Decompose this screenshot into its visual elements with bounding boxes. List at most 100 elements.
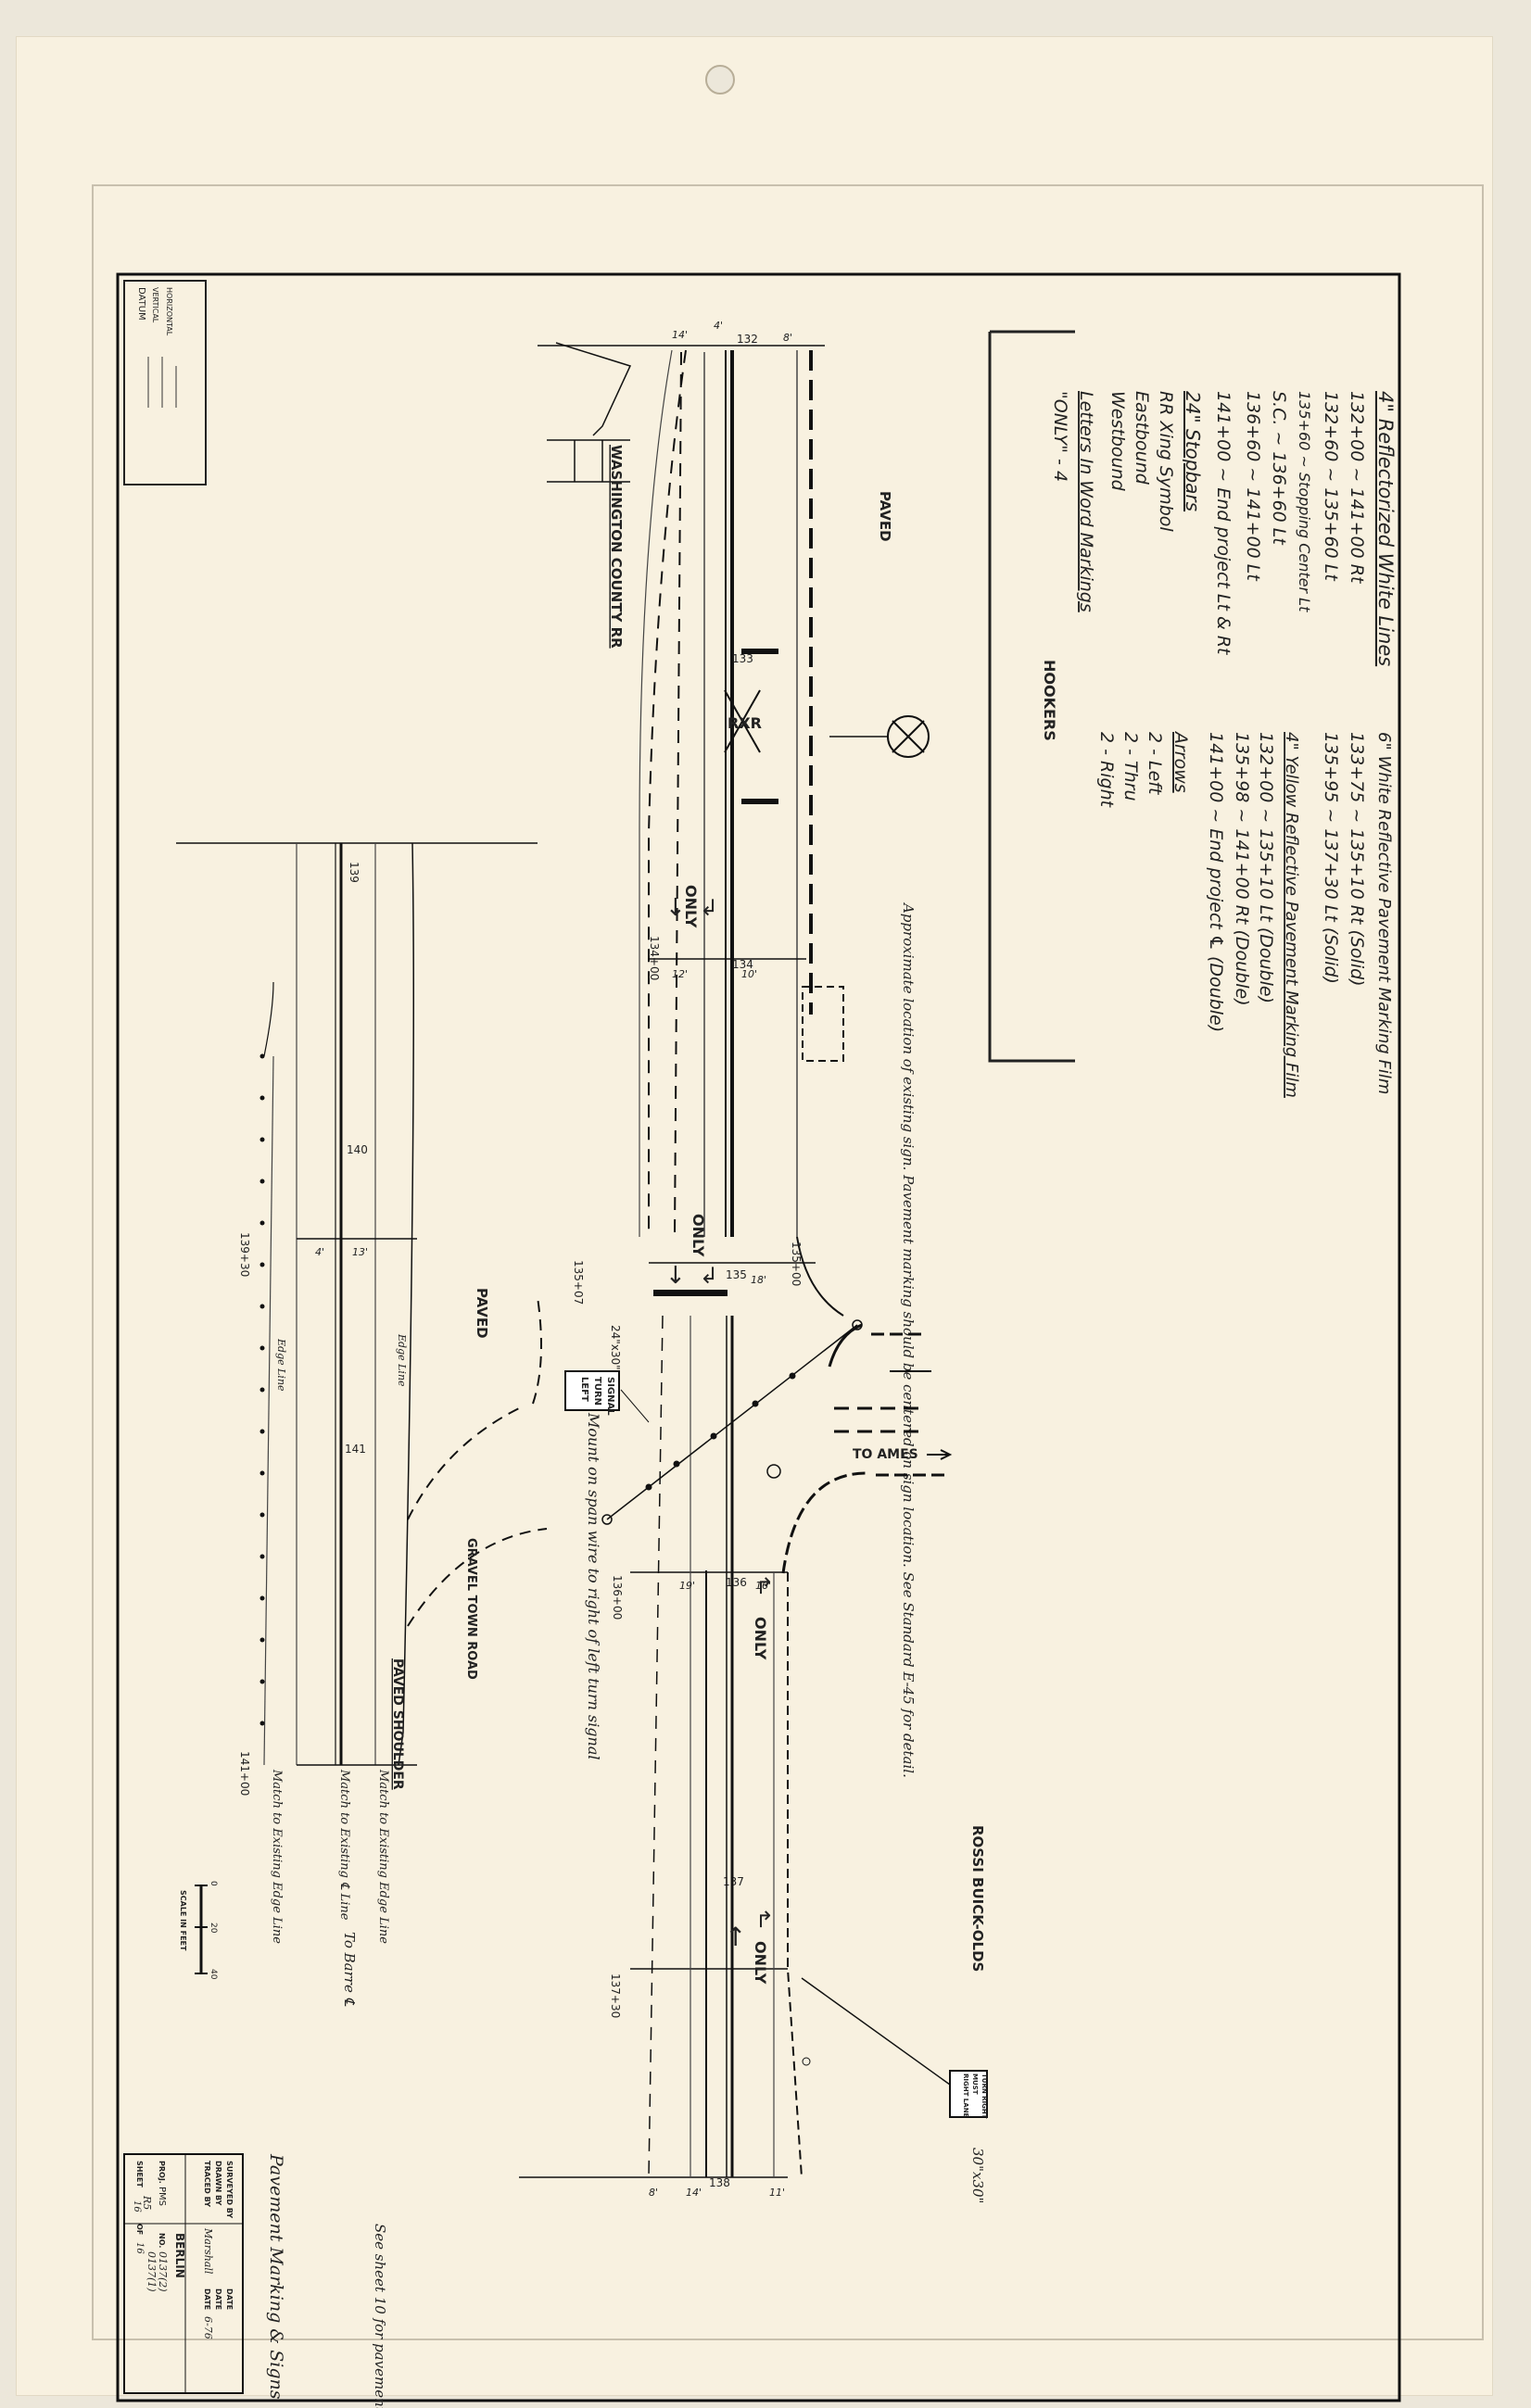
rr-crossing-sign-icon: [829, 715, 930, 758]
legend-film-heading: 6" White Reflective Pavement Marking Fil…: [1374, 732, 1394, 1094]
station-ticks: [519, 345, 825, 2178]
sign-size-1: 24"x30": [609, 1325, 622, 1370]
tb-drawn: DRAWN BY: [214, 2161, 222, 2206]
only-word-4: ONLY: [752, 1941, 769, 1985]
faint-border: [92, 184, 1484, 2340]
station-135-00: 135+00: [790, 1242, 803, 1286]
station-139-30: 139+30: [238, 1232, 251, 1277]
dim-8b: 8': [649, 2187, 658, 2199]
legend-white-3: 135+60 ~ Stopping Center Lt: [1296, 391, 1313, 612]
dim-13: 13': [352, 1246, 368, 1258]
datum-horizontal: HORIZONTAL: [165, 287, 173, 336]
right-turn-arrow-icon: ↱: [755, 1907, 774, 1933]
rxr-symbol-icon: RXR: [724, 689, 762, 753]
scale-tick-0: 0: [209, 1881, 218, 1886]
dim-8: 8': [783, 332, 792, 344]
left-turn-signal-sign: LEFT TURN SIGNAL 24"x30": [564, 1325, 650, 1423]
legend-white-5: 136+60 ~ 141+00 Lt: [1243, 391, 1263, 582]
span-wire: [601, 1319, 863, 1525]
station-136-00: 136+00: [611, 1575, 624, 1620]
dim-4a: 4': [714, 320, 723, 332]
plan-title: Pavement Marking & Signs: [266, 2153, 286, 2400]
tb-traced: TRACED BY: [203, 2161, 211, 2207]
dim-4b: 4': [315, 1246, 324, 1258]
hookers-building: HOOKERS: [988, 330, 1075, 1063]
see-sheet-note: See sheet 10 for pavement marking detail…: [372, 2224, 388, 2408]
legend-arrows-1: 2 - Left: [1145, 732, 1165, 796]
legend-arrows-heading: Arrows: [1170, 730, 1191, 793]
plan-border: [116, 272, 1401, 2402]
dim-18: 18': [751, 1274, 766, 1286]
tb-date-1: DATE: [225, 2288, 234, 2310]
dimension-labels: 14' 4' 8' 12' 10' 18' 19' 16' 8' 14' 11'…: [315, 320, 792, 2199]
legend: 4" Reflectorized White Lines 132+00 ~ 14…: [1050, 391, 1397, 1098]
legend-stopbar-1: RR Xing Symbol: [1156, 391, 1176, 532]
dim-14b: 14': [686, 2187, 702, 2199]
rls-line-2: MUST: [971, 2074, 979, 2095]
right-turn-arrow-2-icon: ↱: [755, 1573, 774, 1599]
tb-proj-no-1: 0137(2): [157, 2251, 169, 2292]
paper: [17, 37, 1492, 2395]
signal-pole-icon: [766, 1464, 781, 1479]
legend-yellow-1: 132+00 ~ 135+10 Lt (Double): [1256, 732, 1276, 1003]
legend-film-1: 133+75 ~ 135+10 Rt (Solid): [1347, 732, 1367, 987]
station-141: 141: [345, 1443, 366, 1456]
scale-bar: 0 20 40 SCALE IN FEET: [179, 1881, 218, 1980]
match-note-1: Match to Existing Edge Line: [376, 1769, 390, 1944]
datum-vertical: VERTICAL: [151, 287, 159, 323]
legend-letters-1: "ONLY" - 4: [1050, 391, 1070, 482]
legend-white-2: 132+60 ~ 135+60 Lt: [1321, 391, 1341, 582]
tb-proj-label: PROJ.: [158, 2161, 166, 2184]
rls-line-3: TURN RIGHT: [981, 2074, 988, 2119]
only-word-1: ONLY: [682, 885, 700, 928]
legend-stopbar-3: Westbound: [1107, 391, 1128, 492]
legend-white-heading: 4" Reflectorized White Lines: [1374, 391, 1397, 666]
mount-note: Mount on span wire to right of left turn…: [585, 1412, 602, 1760]
left-road: GRAVEL TOWN ROAD PAVED PAVED SHOULDER Ed…: [176, 842, 548, 2007]
lts-line-1: LEFT: [579, 1377, 589, 1402]
sign-size-2: 30"x30": [969, 2148, 986, 2203]
tb-of-label: OF: [135, 2224, 144, 2235]
thru-arrow-lower-icon: ↑: [725, 1922, 746, 1952]
legend-yellow-heading: 4" Yellow Reflective Pavement Marking Fi…: [1282, 732, 1301, 1098]
legend-arrows-2: 2 - Thru: [1120, 732, 1141, 801]
upper-road: WASHINGTON COUNTY RR PAVED RXR Approxima: [547, 342, 930, 1778]
lts-line-2: TURN: [592, 1377, 602, 1406]
station-135: 135: [726, 1268, 747, 1281]
datum-heading: DATUM: [136, 287, 146, 321]
paved-shoulder-label: PAVED SHOULDER: [390, 1658, 405, 1790]
dim-11: 11': [769, 2187, 785, 2199]
match-note-3: Match to Existing Edge Line: [270, 1769, 284, 1944]
legend-stopbar-heading: 24" Stopbars: [1182, 391, 1204, 511]
legend-letters-heading: Letters In Word Markings: [1076, 391, 1096, 612]
tb-proj-value: PMS: [157, 2187, 167, 2206]
gravel-road-label: GRAVEL TOWN ROAD: [464, 1538, 478, 1680]
rossi-label: ROSSI BUICK-OLDS: [969, 1825, 986, 1972]
scale-label: SCALE IN FEET: [179, 1890, 187, 1951]
left-arrow-icon: ↓: [665, 894, 686, 922]
approx-note: Approximate location of existing sign. P…: [900, 901, 917, 1778]
legend-white-6: 141+00 ~ End project Lt & Rt: [1213, 391, 1234, 656]
tb-date-3: DATE: [203, 2288, 211, 2310]
legend-stopbar-2: Eastbound: [1132, 391, 1152, 485]
hookers-label: HOOKERS: [1041, 660, 1058, 741]
dim-16: 10': [741, 968, 757, 980]
tb-date-2: DATE: [214, 2288, 222, 2310]
to-ames-label: TO AMES: [853, 1447, 918, 1462]
tb-surveyed: SURVEYED BY: [225, 2161, 234, 2218]
station-141-00: 141+00: [238, 1751, 251, 1796]
legend-film-2: 135+95 ~ 137+30 Lt (Solid): [1321, 732, 1341, 984]
match-note-2: Match to Existing ℄ Line: [337, 1769, 351, 1921]
tb-of-value: 16: [134, 2242, 145, 2254]
title-block: SURVEYED BY DRAWN BY TRACED BY Marshall …: [123, 2153, 244, 2394]
dim-14: 14': [672, 329, 688, 341]
station-139: 139: [348, 862, 361, 883]
station-134-00: 134+00: [648, 936, 661, 980]
left-turn-arrow-icon: ↲: [700, 895, 718, 921]
station-labels: 132 133 134 135 136 137 138 139 140 141 …: [238, 333, 803, 2189]
left-turn-arrow-2-icon: ↲: [700, 1263, 718, 1289]
punch-hole-icon: [705, 65, 735, 95]
only-word-2: ONLY: [690, 1214, 707, 1257]
dim-10: 16': [755, 1580, 771, 1592]
